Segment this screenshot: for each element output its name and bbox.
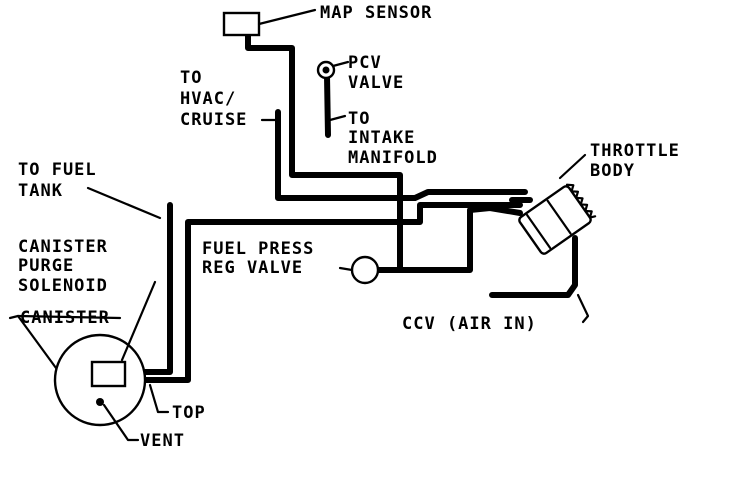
pcv-valve-core [322, 66, 330, 74]
label-pcv-line2: VALVE [348, 73, 404, 93]
leader-purge-solenoid [120, 280, 157, 362]
purge-hose [122, 202, 523, 383]
leader-fuel-tank [86, 186, 162, 220]
leader-canister-3 [16, 314, 122, 320]
fuel-press-reg-hose [375, 205, 523, 273]
fuel-press-reg-valve [350, 255, 380, 285]
leader-pcv [331, 60, 350, 68]
label-ccv: CCV (AIR IN) [402, 314, 537, 334]
label-top: TOP [172, 403, 206, 423]
label-fuel-tank-line1: TO FUEL [18, 160, 97, 180]
label-intake-line2: INTAKE [348, 128, 415, 148]
label-fuel-press-line2: REG VALVE [202, 258, 303, 278]
leader-vent [102, 403, 140, 442]
label-pcv-line1: PCV [348, 53, 382, 73]
throttle-body [518, 183, 597, 255]
label-purge-line1: CANISTER [18, 237, 108, 257]
label-map-sensor: MAP SENSOR [320, 3, 432, 23]
map-sensor-hose [245, 31, 403, 273]
leader-canister-2 [16, 314, 58, 370]
label-vent: VENT [140, 431, 185, 451]
leader-throttle [558, 153, 587, 180]
label-purge-line2: PURGE [18, 256, 74, 276]
pcv-intake-hose [324, 73, 331, 138]
leader-intake [328, 114, 347, 122]
leader-ccv [576, 293, 590, 324]
leader-map-sensor [257, 8, 317, 26]
label-hvac-line2: HVAC/ [180, 89, 236, 109]
leader-top [148, 383, 170, 414]
map-sensor [222, 11, 261, 37]
label-hvac-line3: CRUISE [180, 110, 247, 130]
leader-canister-1 [8, 314, 20, 320]
ccv-hose [489, 235, 578, 298]
canister-purge-solenoid [90, 360, 127, 388]
label-fuel-tank-line2: TANK [18, 181, 63, 201]
leader-fuel-press [338, 266, 354, 272]
label-intake-line3: MANIFOLD [348, 148, 438, 168]
label-purge-line3: SOLENOID [18, 276, 108, 296]
label-intake-line1: TO [348, 109, 370, 129]
label-fuel-press-line1: FUEL PRESS [202, 239, 314, 259]
label-throttle-line2: BODY [590, 161, 635, 181]
label-throttle-line1: THROTTLE [590, 141, 680, 161]
label-canister: CANISTER [20, 308, 110, 328]
label-hvac-line1: TO [180, 68, 202, 88]
hvac-cruise-hose [275, 109, 528, 201]
canister-vent-port [96, 398, 104, 406]
